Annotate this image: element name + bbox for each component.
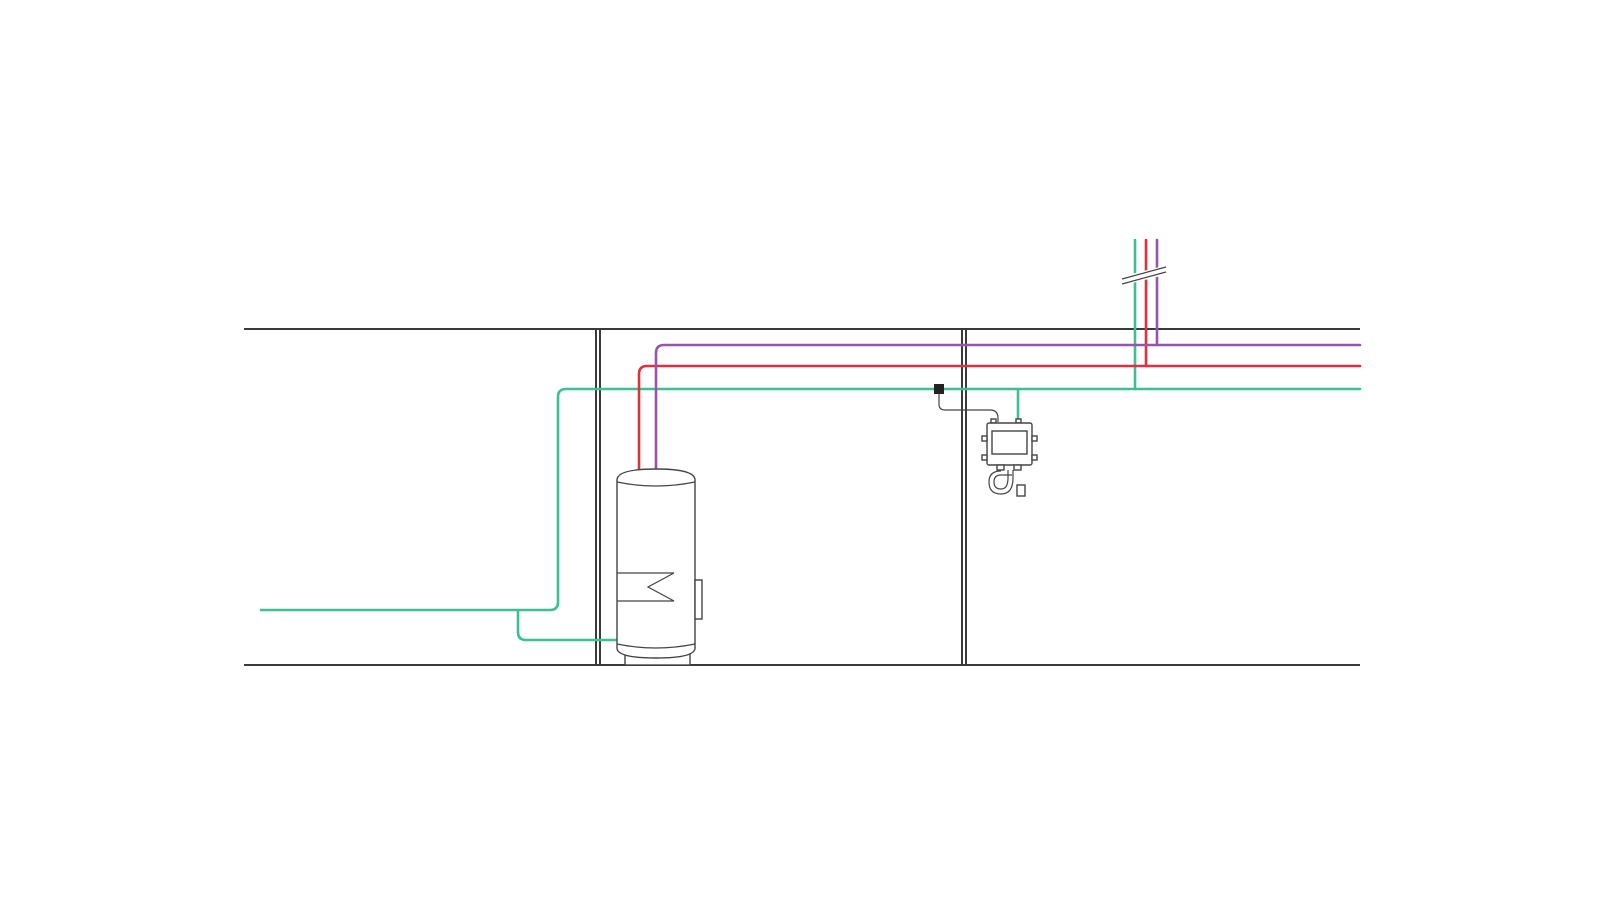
unit-display: [991, 430, 1028, 455]
circulation-pipe: [654, 343, 1362, 473]
cold-water-pipe-supply: [259, 387, 1362, 612]
wall-right: [961, 329, 967, 665]
heating-coil: [617, 572, 675, 602]
water-heater-tank-icon: [616, 468, 703, 666]
tank-side-port: [694, 579, 703, 620]
instantaneous-water-heater-icon: [981, 418, 1038, 497]
hot-water-pipe: [637, 364, 1362, 473]
unit-outlet: [1016, 484, 1026, 497]
wall-left: [595, 329, 601, 665]
cold-water-pipe-tank-feed: [516, 608, 622, 642]
unit-trap: [993, 470, 1012, 490]
sensor-box-icon: [934, 384, 944, 394]
tank-body: [616, 468, 696, 659]
pipe-break-symbol-icon: [1117, 264, 1171, 287]
sensor-cable: [938, 394, 999, 422]
